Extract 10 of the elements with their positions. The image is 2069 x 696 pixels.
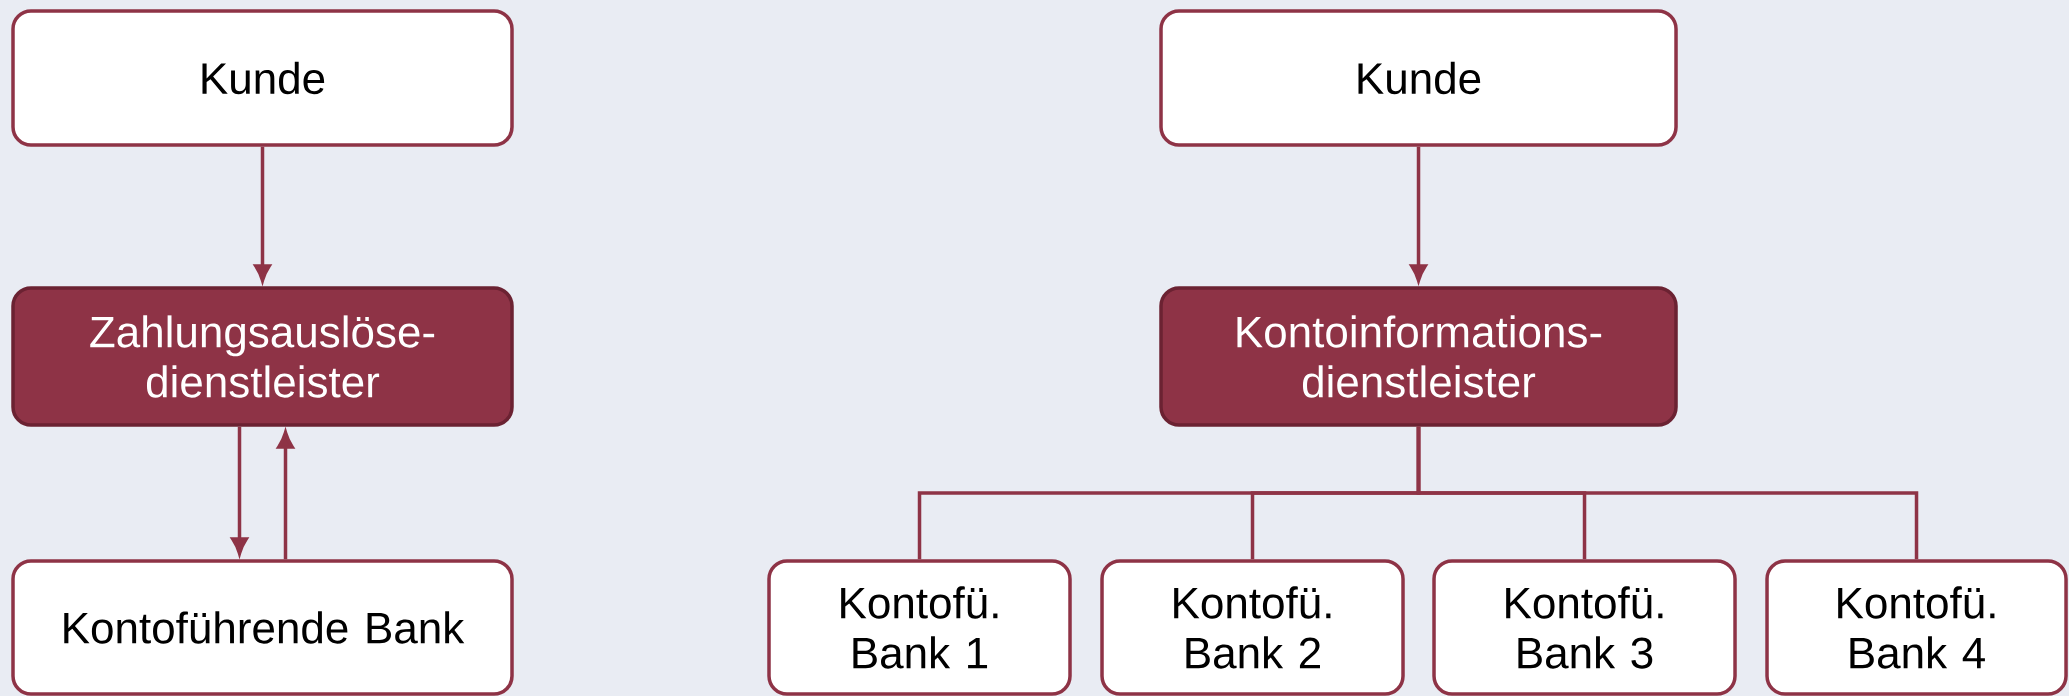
service-box: Zahlungsauslöse- dienstleister [11,286,514,427]
process-box: Kunde [1159,9,1678,147]
service-box: Kontoinformations- dienstleister [1159,286,1678,427]
process-box: Kontofü. Bank 2 [1100,559,1405,696]
process-box: Kontofü. Bank 3 [1432,559,1737,696]
process-box: Kontoführende Bank [11,559,514,696]
process-box: Kontofü. Bank 4 [1765,559,2068,696]
connector-line [1416,426,1919,560]
process-box: Kunde [11,9,514,147]
process-box: Kontofü. Bank 1 [767,559,1072,696]
